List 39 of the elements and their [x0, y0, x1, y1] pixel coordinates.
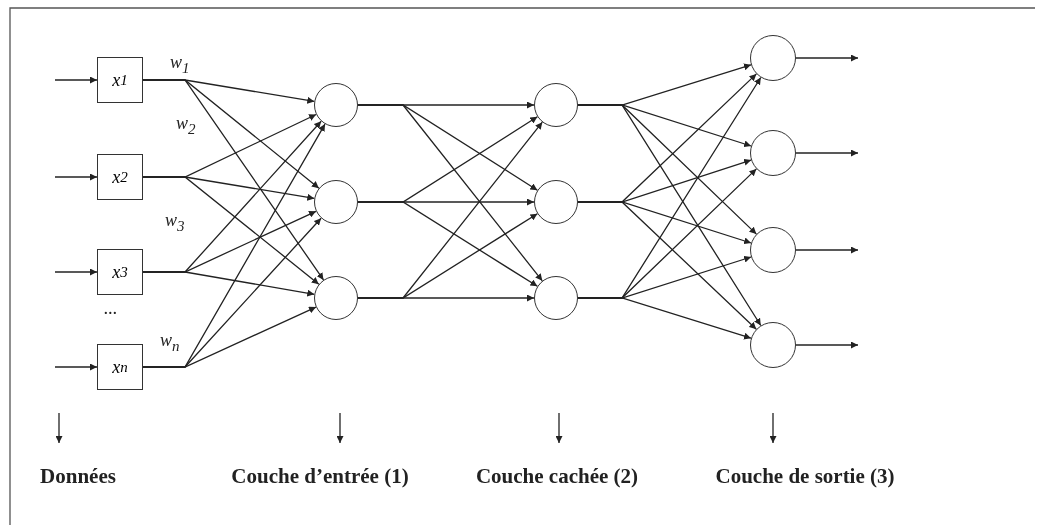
weight-label: w$_{n}$ — [160, 330, 180, 355]
neuron-circle — [534, 83, 578, 127]
neuron-circle — [750, 35, 796, 81]
arrow — [54, 76, 98, 84]
arrow — [142, 176, 320, 285]
arrow — [357, 201, 539, 287]
arrow — [142, 79, 325, 281]
neuron-circle — [534, 276, 578, 320]
weight-label: w$_{3}$ — [165, 210, 185, 235]
neuron-circle — [534, 180, 578, 224]
arrow — [795, 54, 859, 62]
arrow — [795, 246, 859, 254]
weight-label: w$_{2}$ — [176, 113, 196, 138]
arrow — [54, 363, 98, 371]
arrow — [577, 297, 752, 340]
arrow — [795, 341, 859, 349]
arrow — [54, 268, 98, 276]
arrow — [577, 104, 762, 327]
arrow — [577, 201, 757, 330]
neuron-circle — [750, 227, 796, 273]
ellipsis: ... — [104, 298, 118, 319]
layer-caption: Données — [18, 462, 138, 490]
neuron-circle — [314, 180, 358, 224]
arrow — [357, 294, 535, 302]
neuron-circle — [750, 130, 796, 176]
arrow — [142, 271, 315, 297]
arrow — [54, 173, 98, 181]
arrow — [336, 412, 344, 444]
arrow — [769, 412, 777, 444]
arrow — [795, 149, 859, 157]
neuron-circle — [314, 276, 358, 320]
weight-label: w$_{1}$ — [170, 52, 190, 77]
neuron-circle — [750, 322, 796, 368]
neuron-circle — [314, 83, 358, 127]
arrow — [357, 104, 543, 282]
arrow — [142, 306, 317, 368]
arrow — [555, 412, 563, 444]
layer-caption: Couche de sortie (3) — [670, 462, 940, 490]
arrow — [55, 412, 63, 444]
